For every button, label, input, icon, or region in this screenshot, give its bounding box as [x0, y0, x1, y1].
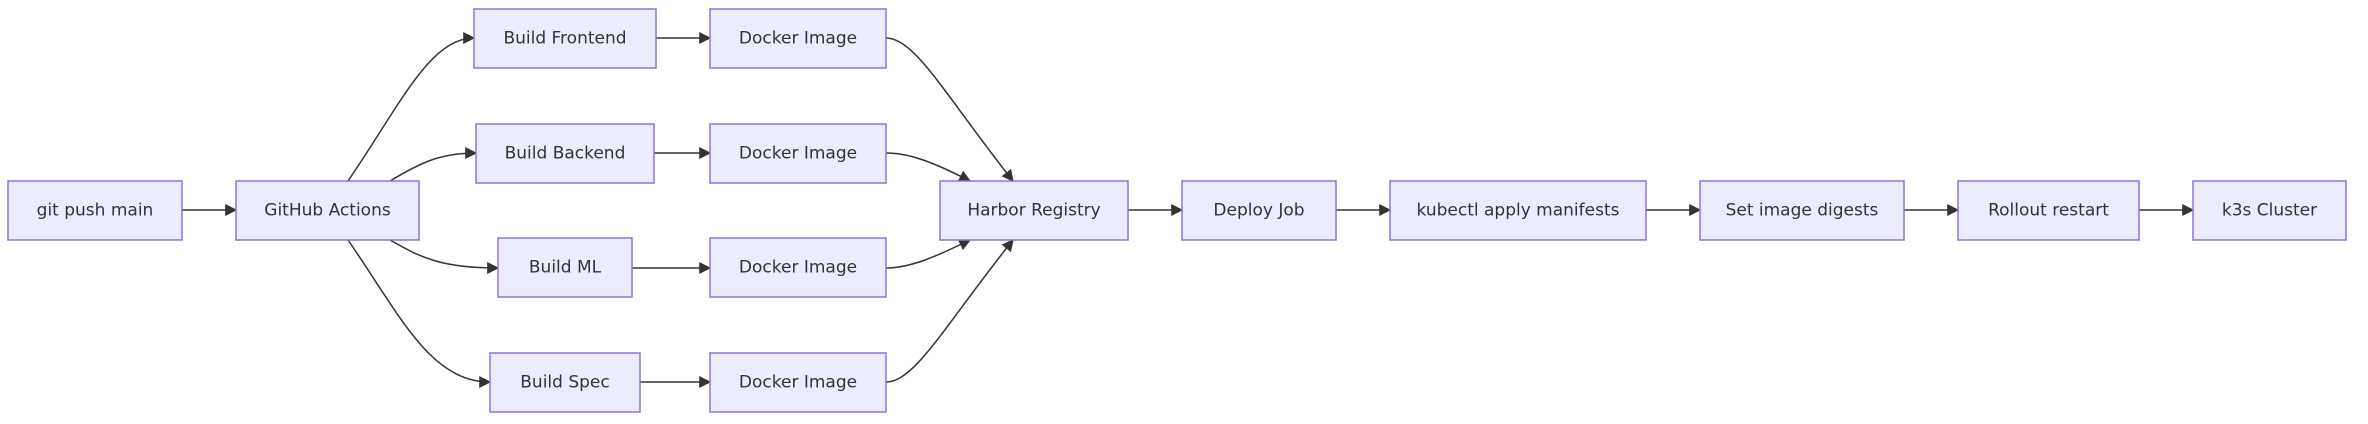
- node-rollout-restart: Rollout restart: [1957, 180, 2140, 241]
- node-label: Docker Image: [739, 29, 857, 49]
- edges: [182, 32, 2195, 388]
- edge-actions-to-spec: [347, 239, 492, 388]
- edge-actions-to-backend: [389, 147, 478, 182]
- node-docker-image-backend: Docker Image: [709, 123, 887, 184]
- edge-actions-to-ml: [389, 239, 500, 274]
- node-kubectl-apply: kubectl apply manifests: [1389, 180, 1647, 241]
- node-build-spec: Build Spec: [489, 352, 641, 413]
- node-deploy-job: Deploy Job: [1181, 180, 1337, 241]
- node-label: Build ML: [529, 258, 602, 278]
- node-docker-image-ml: Docker Image: [709, 237, 887, 298]
- node-label: Build Spec: [520, 373, 609, 393]
- node-label: Docker Image: [739, 373, 857, 393]
- node-k3s-cluster: k3s Cluster: [2192, 180, 2347, 241]
- node-docker-image-spec: Docker Image: [709, 352, 887, 413]
- edge-actions-to-frontend: [347, 32, 476, 182]
- node-label: Deploy Job: [1213, 201, 1304, 221]
- node-label: Build Backend: [505, 144, 626, 164]
- edge-docker-spec-to-harbor: [885, 239, 1014, 383]
- node-label: git push main: [37, 201, 154, 221]
- node-label: k3s Cluster: [2222, 201, 2317, 221]
- node-build-ml: Build ML: [497, 237, 633, 298]
- node-git-push-main: git push main: [7, 180, 183, 241]
- node-label: Harbor Registry: [967, 201, 1100, 221]
- node-label: GitHub Actions: [264, 201, 391, 221]
- node-harbor-registry: Harbor Registry: [939, 180, 1129, 241]
- node-docker-image-frontend: Docker Image: [709, 8, 887, 69]
- node-label: Build Frontend: [503, 29, 626, 49]
- node-build-backend: Build Backend: [475, 123, 655, 184]
- edge-docker-backend-to-harbor: [885, 152, 972, 182]
- node-label: Rollout restart: [1988, 201, 2109, 221]
- node-label: kubectl apply manifests: [1417, 201, 1620, 221]
- node-label: Docker Image: [739, 258, 857, 278]
- node-github-actions: GitHub Actions: [235, 180, 420, 241]
- node-label: Docker Image: [739, 144, 857, 164]
- node-build-frontend: Build Frontend: [473, 8, 657, 69]
- node-set-image-digests: Set image digests: [1699, 180, 1905, 241]
- edge-docker-ml-to-harbor: [885, 239, 972, 269]
- node-label: Set image digests: [1726, 201, 1879, 221]
- edge-docker-frontend-to-harbor: [885, 37, 1014, 182]
